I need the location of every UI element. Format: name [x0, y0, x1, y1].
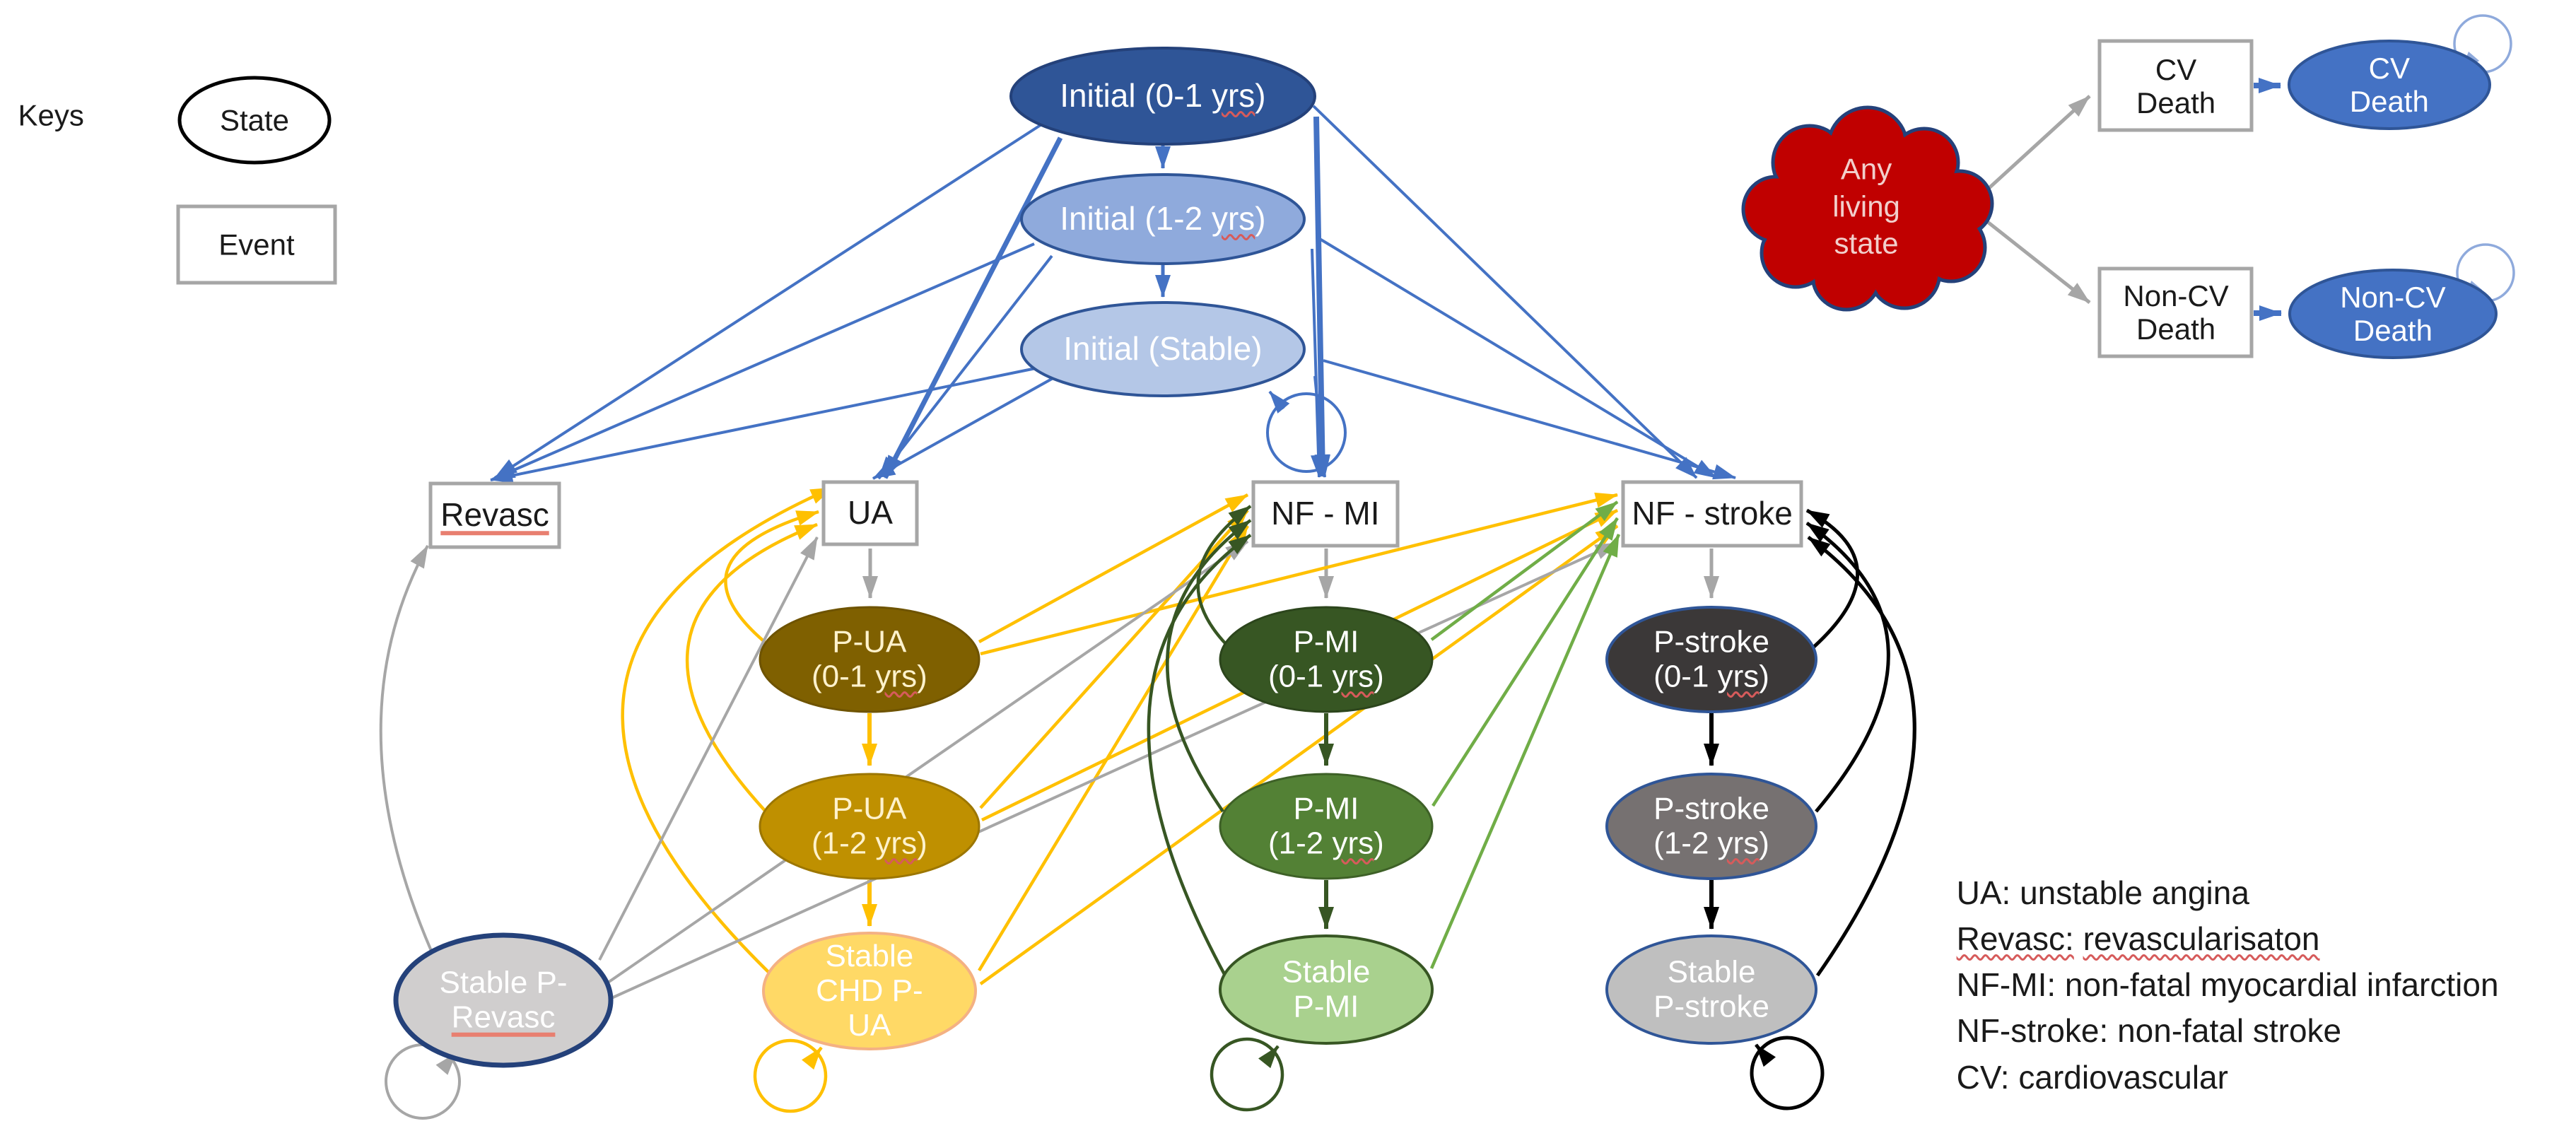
loop-stable-pstroke	[1750, 1036, 1825, 1110]
edge-stablepmi-to-nfmi	[1147, 534, 1252, 977]
edge-initialstable-to-nfstroke	[1323, 359, 1736, 480]
state-stable-chd-p-ua	[762, 932, 977, 1050]
legend-line-nfmi: NF-MI: non-fatal myocardial infarction	[1956, 966, 2499, 1004]
cloud-any-living-state-label: Any living state	[1832, 152, 1900, 260]
state-p-stroke-0-1	[1605, 606, 1817, 713]
state-p-stroke-1-2-label: P-stroke (1-2 yrs)	[1653, 791, 1769, 861]
event-nfmi-label: NF - MI	[1271, 495, 1380, 532]
state-p-ua-0-1	[759, 606, 980, 713]
state-p-mi-0-1	[1219, 606, 1434, 713]
event-cv-death-label: CV Death	[2136, 52, 2216, 119]
state-initial-stable-label: Initial (Stable)	[1063, 330, 1263, 368]
state-p-ua-1-2	[759, 773, 980, 880]
edge-pua01-to-ua	[724, 510, 819, 648]
edge-initial01-to-ua	[882, 136, 1063, 479]
state-initial-1-2-label: Initial (1-2 yrs)	[1060, 200, 1266, 238]
key-state-ellipse	[177, 76, 332, 165]
state-initial-0-1-label: Initial (0-1 yrs)	[1060, 77, 1266, 115]
event-ua-label: UA	[847, 494, 893, 532]
edge-initialstable-to-ua	[872, 375, 1058, 480]
key-event-box	[176, 204, 337, 285]
legend-line-ua: UA: unstable angina	[1956, 874, 2249, 911]
state-initial-stable	[1020, 301, 1306, 397]
state-cv-death-label: CV Death	[2349, 51, 2429, 118]
shapes-layer	[176, 39, 2498, 1068]
edge-stablerevasc-to-nfstroke	[611, 541, 1618, 1000]
edge-stablepmi-to-nfstroke	[1429, 534, 1621, 969]
edge-cloud-to-noncvdeath-event	[1974, 211, 2091, 304]
key-event-label: Event	[218, 228, 295, 262]
edge-pstroke12-to-nfstroke	[1805, 521, 1890, 813]
edge-initial12-to-ua	[877, 254, 1053, 480]
state-non-cv-death	[2288, 269, 2498, 359]
edge-initial01-to-revasc	[493, 122, 1044, 479]
state-initial-1-2	[1020, 173, 1306, 265]
loop-initial-stable-arrow	[1268, 390, 1290, 414]
edge-initialstable-to-revasc	[490, 366, 1040, 483]
edge-initial12-to-revasc	[492, 242, 1035, 481]
edge-stablerevasc-to-nfmi	[607, 540, 1249, 984]
state-initial-0-1	[1009, 47, 1316, 146]
edge-pua12-to-ua	[686, 522, 818, 814]
state-p-mi-1-2	[1219, 773, 1434, 880]
state-stable-p-revasc-label: Stable P- Revasc	[439, 965, 568, 1036]
legend: UA: unstable angina Revasc: revascularis…	[1957, 870, 2499, 1101]
event-revasc-box	[428, 481, 561, 549]
loop-stable-chd	[753, 1038, 828, 1113]
edge-stablechd-to-nfstroke	[979, 524, 1619, 985]
state-stable-p-stroke	[1605, 934, 1817, 1045]
state-cv-death	[2288, 40, 2491, 130]
loop-stable-chd-arrow	[802, 1046, 823, 1070]
state-stable-p-mi-label: Stable P-MI	[1282, 954, 1371, 1024]
cloud-fill	[1745, 110, 1990, 307]
keys-title: Keys	[18, 98, 84, 132]
edge-pua01-to-nfstroke	[980, 492, 1618, 656]
edge-cloud-to-cvdeath-event	[1974, 95, 2091, 202]
loop-stable-pstroke-arrow	[1755, 1043, 1776, 1067]
legend-line-revasc: Revasc: revascularisaton	[1956, 920, 2320, 957]
edge-pua01-to-nfmi	[978, 493, 1249, 643]
event-nfmi-box	[1251, 480, 1400, 548]
edge-pmi12-to-nfmi	[1166, 519, 1252, 813]
edge-pmi01-to-nfstroke	[1430, 500, 1619, 641]
edge-initial01-to-nfstroke	[1312, 105, 1698, 479]
edge-stablepstroke-to-nfstroke	[1807, 535, 1916, 977]
loop-initial-stable	[1266, 392, 1347, 473]
event-cv-death-box	[2097, 39, 2254, 132]
state-stable-p-revasc	[393, 932, 614, 1068]
key-state-label: State	[219, 103, 290, 137]
event-nfstroke-box	[1621, 480, 1803, 548]
event-non-cv-death-label: Non-CV Death	[2123, 279, 2229, 346]
edge-stablechd-to-ua	[621, 486, 833, 977]
legend-line-nfstroke: NF-stroke: non-fatal stroke	[1956, 1012, 2342, 1050]
edge-initial12-to-nfstroke	[1315, 235, 1718, 479]
state-p-stroke-1-2	[1605, 773, 1817, 880]
state-p-mi-1-2-label: P-MI (1-2 yrs)	[1268, 791, 1384, 861]
state-p-ua-1-2-label: P-UA (1-2 yrs)	[811, 791, 927, 861]
edge-initialstable-to-nfmi	[1313, 375, 1330, 478]
state-stable-chd-p-ua-label: Stable CHD P- UA	[816, 939, 923, 1043]
loop-stable-pmi	[1210, 1037, 1284, 1112]
state-p-stroke-0-1-label: P-stroke (0-1 yrs)	[1653, 624, 1769, 694]
loop-stable-pmi-arrow	[1258, 1045, 1280, 1069]
event-nfstroke-label: NF - stroke	[1632, 495, 1793, 532]
edge-initial01-to-nfmi	[1313, 116, 1330, 477]
event-non-cv-death-box	[2097, 266, 2254, 358]
edge-pmi12-to-nfstroke	[1432, 517, 1619, 807]
event-revasc-label: Revasc	[440, 496, 549, 534]
edge-stablechd-to-nfmi	[978, 524, 1249, 972]
state-stable-p-stroke-label: Stable P-stroke	[1653, 954, 1769, 1024]
edge-stablerevasc-to-revasc	[379, 545, 433, 951]
edge-initial12-to-nfmi	[1311, 248, 1327, 478]
edge-stablerevasc-to-ua	[598, 537, 819, 961]
state-p-mi-0-1-label: P-MI (0-1 yrs)	[1268, 624, 1384, 694]
state-stable-p-mi	[1219, 934, 1434, 1045]
legend-line-cv: CV: cardiovascular	[1956, 1058, 2228, 1096]
state-non-cv-death-label: Non-CV Death	[2340, 280, 2446, 348]
state-p-ua-0-1-label: P-UA (0-1 yrs)	[811, 624, 927, 694]
event-ua-box	[821, 480, 919, 546]
